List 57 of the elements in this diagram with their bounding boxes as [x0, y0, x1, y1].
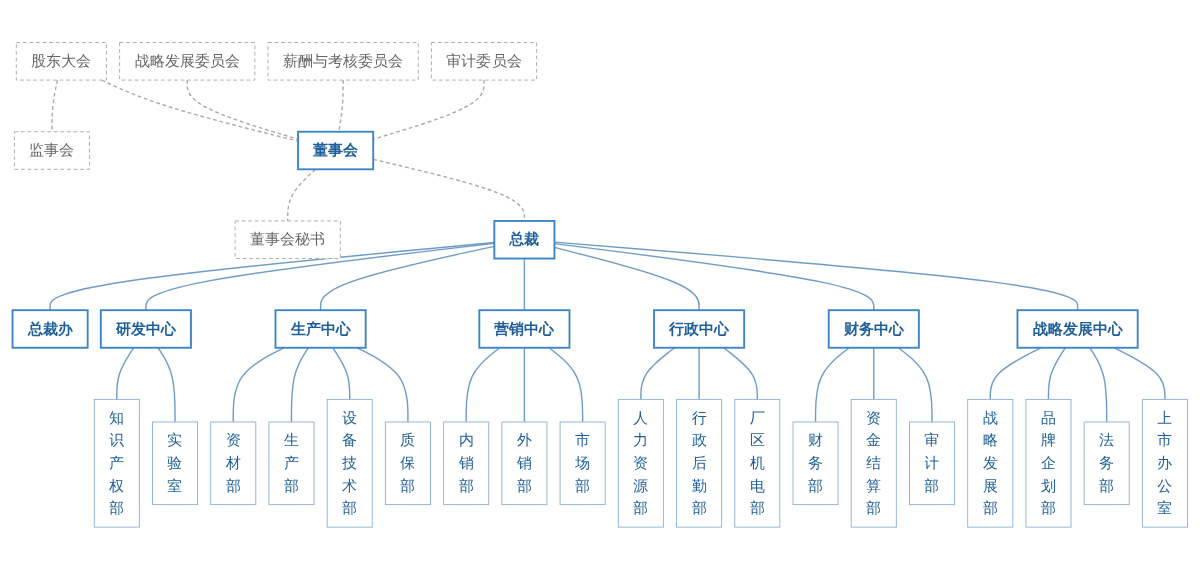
connector — [465, 346, 501, 423]
node-box: 上市办公室 — [1141, 398, 1188, 528]
node-box: 资金结算部 — [850, 398, 897, 528]
node-box: 董事会 — [297, 130, 375, 170]
node-box: 厂区机电部 — [734, 398, 781, 528]
connector — [989, 346, 1042, 400]
node-box: 人力资源部 — [617, 398, 664, 528]
connector — [1089, 346, 1108, 423]
node-box: 总裁 — [493, 219, 556, 260]
connector — [814, 346, 850, 423]
connector — [640, 346, 676, 400]
node-box: 审计部 — [909, 421, 955, 505]
node-box: 行政中心 — [653, 308, 746, 349]
node-box: 总裁办 — [11, 308, 89, 349]
connector — [523, 257, 526, 311]
node-box: 财务中心 — [827, 308, 920, 349]
node-box: 资材部 — [210, 421, 257, 505]
connector — [332, 346, 351, 400]
node-box: 股东大会 — [15, 41, 107, 81]
connector — [698, 346, 700, 400]
node-box: 战略发展中心 — [1016, 308, 1139, 349]
connector — [722, 346, 759, 400]
connector — [897, 346, 933, 423]
node-box: 外销部 — [501, 421, 548, 505]
connector — [1047, 346, 1067, 400]
connector — [287, 168, 317, 222]
node-box: 董事会秘书 — [234, 220, 341, 259]
node-box: 审计委员会 — [430, 41, 538, 81]
node-box: 战略发展委员会 — [119, 41, 256, 81]
node-box: 生产部 — [268, 421, 315, 505]
node-box: 研发中心 — [99, 308, 192, 349]
connector — [101, 79, 299, 142]
connector — [873, 346, 875, 400]
node-box: 设备技术部 — [326, 398, 373, 528]
node-box: 财务部 — [792, 421, 839, 505]
connector — [157, 346, 176, 423]
node-box: 监事会 — [13, 130, 90, 170]
connector — [232, 346, 285, 423]
connector — [116, 346, 135, 400]
connector — [1113, 346, 1166, 400]
connector — [548, 346, 584, 423]
node-box: 战略发展部 — [967, 398, 1014, 528]
connector — [523, 346, 526, 423]
node-box: 品牌企划部 — [1025, 398, 1072, 528]
node-box: 生产中心 — [274, 308, 367, 349]
connector — [356, 346, 409, 423]
node-box: 法务部 — [1083, 421, 1130, 505]
node-box: 实验室 — [152, 421, 198, 505]
node-box: 薪酬与考核委员会 — [267, 41, 419, 81]
node-box: 内销部 — [443, 421, 490, 505]
connector — [338, 79, 344, 133]
node-box: 行政后勤部 — [676, 398, 723, 528]
node-box: 质保部 — [384, 421, 431, 505]
node-box: 营销中心 — [478, 308, 571, 349]
node-box: 知识产权部 — [93, 398, 140, 528]
node-box: 市场部 — [559, 421, 606, 505]
connector — [290, 346, 310, 423]
